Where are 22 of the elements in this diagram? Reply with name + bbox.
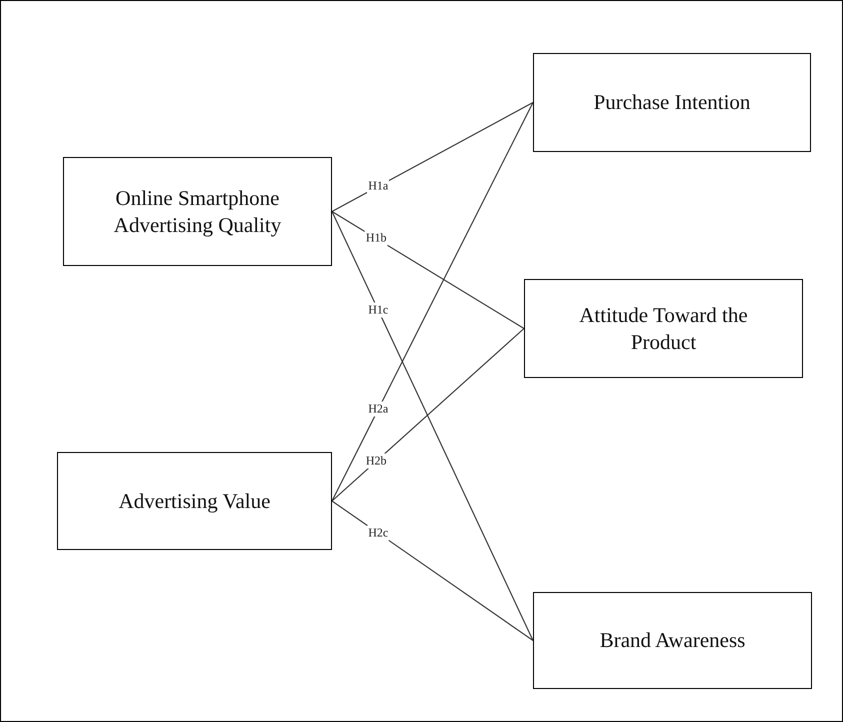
- variable-box: [524, 279, 803, 378]
- variable-box: [533, 592, 812, 689]
- box-label: Attitude Toward the Product: [578, 302, 749, 355]
- edge-label: H2b: [364, 454, 388, 469]
- box-label: Purchase Intention: [594, 89, 750, 116]
- edge-label: H1b: [364, 230, 388, 246]
- connector-line: [332, 211, 534, 641]
- edge-label: H2c: [367, 526, 390, 541]
- connector-line: [332, 211, 524, 329]
- connector-line: [332, 102, 534, 502]
- connector-line: [332, 328, 524, 502]
- edge-label: H2a: [367, 402, 390, 417]
- edge-label: H1c: [367, 302, 390, 318]
- edge-label: H1a: [367, 178, 390, 194]
- box-label: Advertising Value: [118, 488, 270, 514]
- variable-box: [63, 157, 332, 266]
- connector-line: [332, 500, 534, 641]
- box-label: Online Smartphone Advertising Quality: [112, 185, 282, 238]
- variable-box: [533, 53, 811, 152]
- box-label: Brand Awareness: [600, 627, 746, 654]
- connector-line: [332, 102, 534, 212]
- variable-box: [57, 452, 332, 550]
